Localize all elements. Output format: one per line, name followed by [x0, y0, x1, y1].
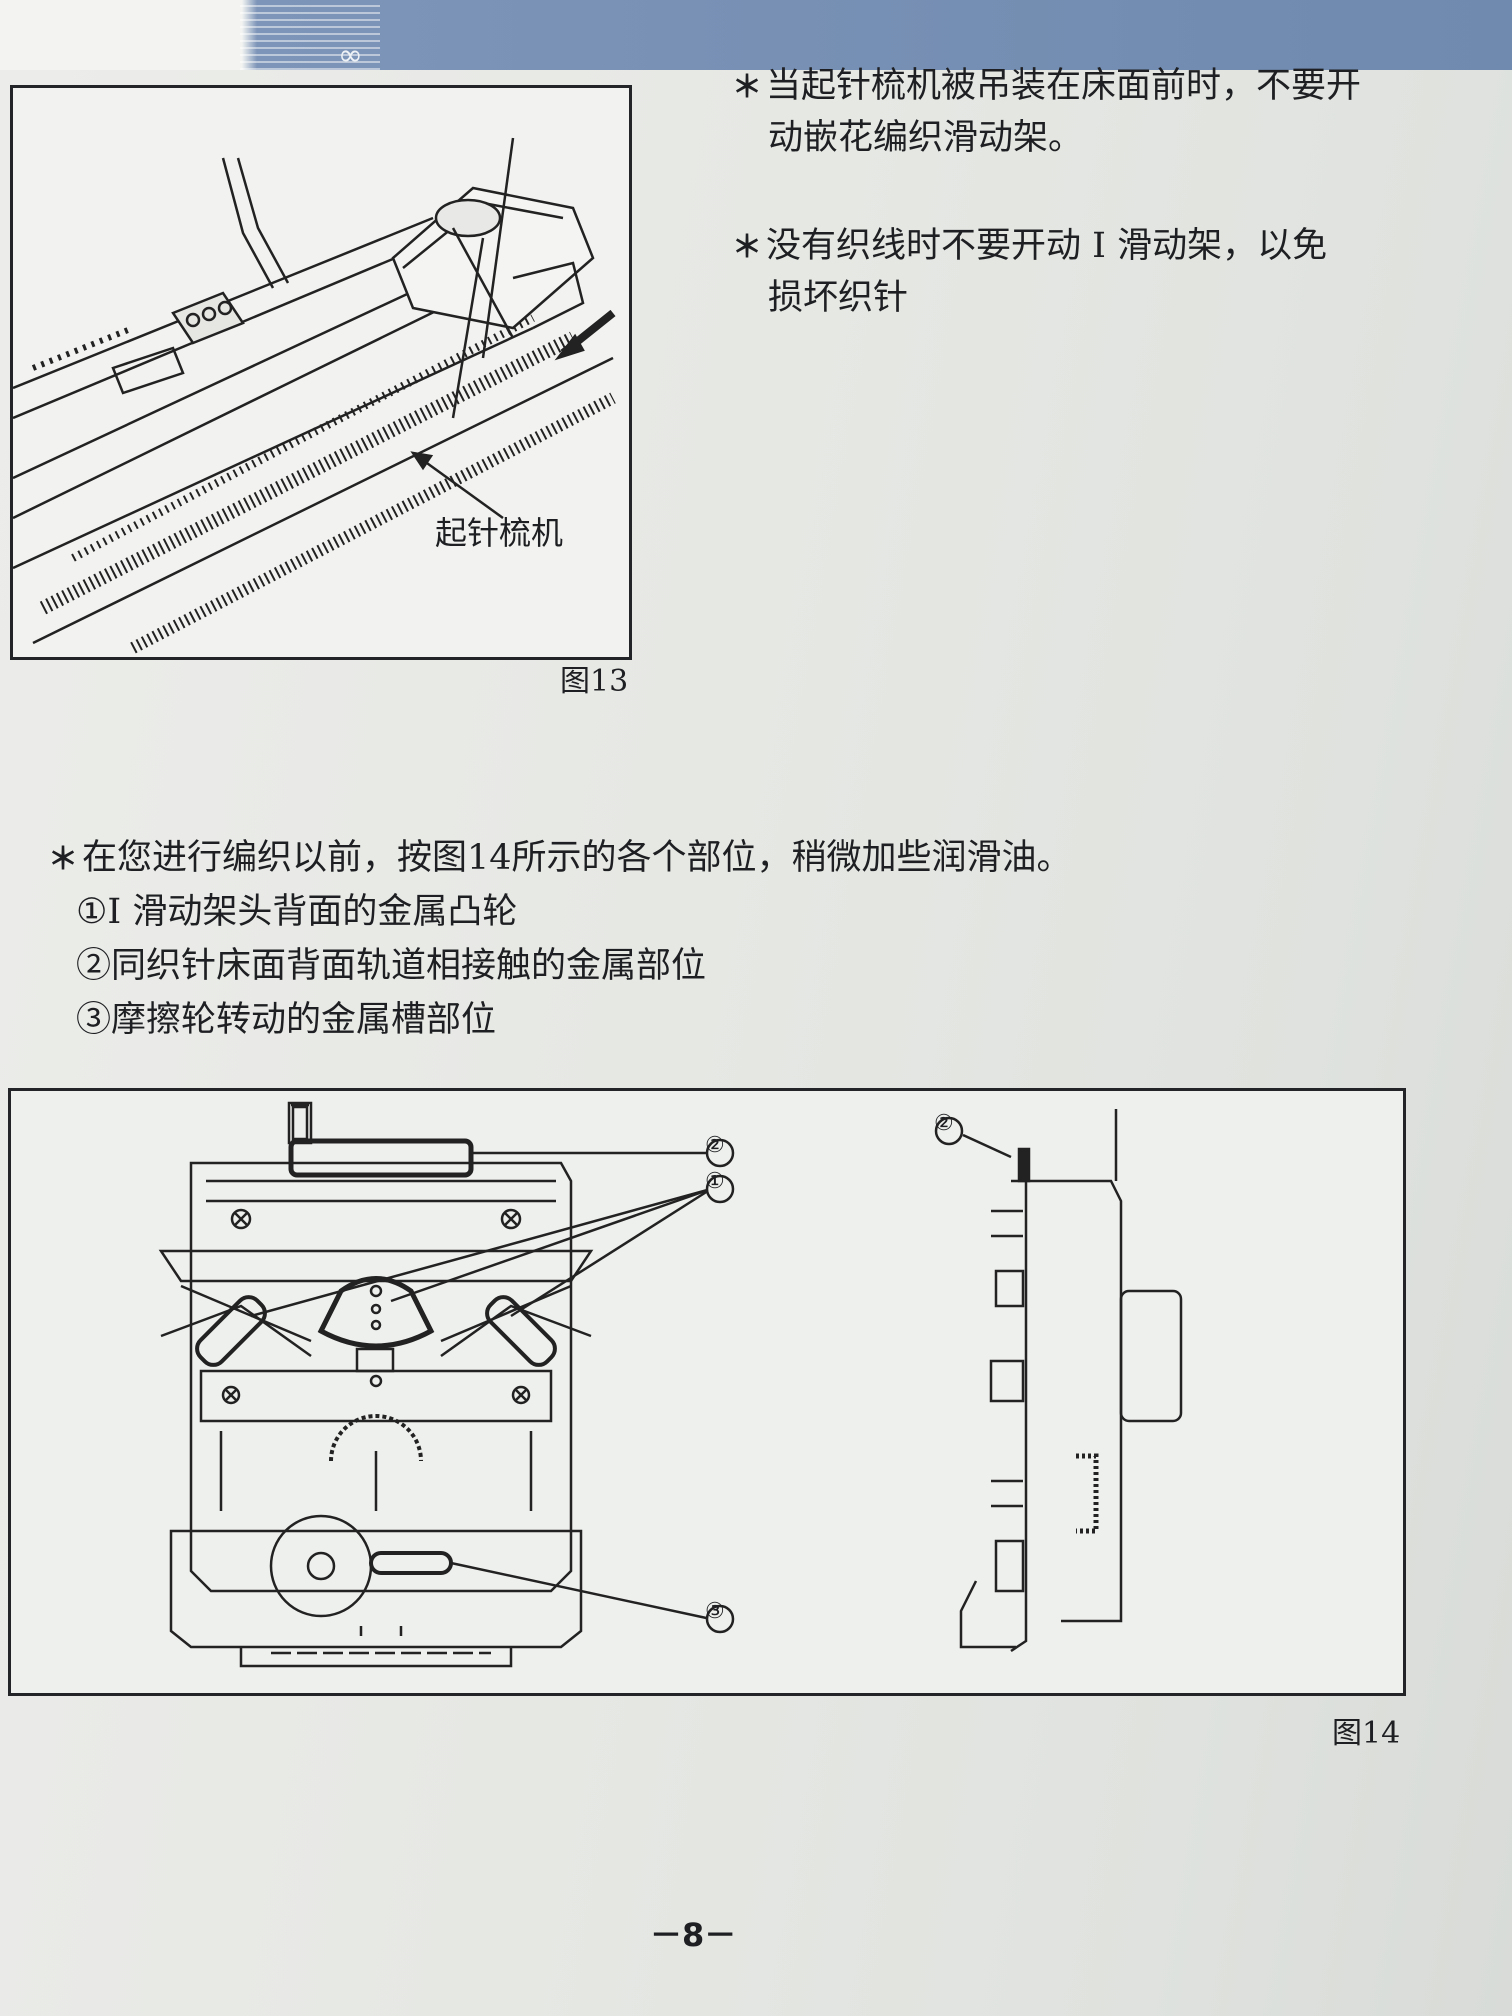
ruler-ticks [240, 0, 380, 70]
lubrication-intro-text: 在您进行编织以前，按图14所示的各个部位，稍微加些润滑油。 [82, 838, 1072, 878]
note-2-line-2: 损坏织针 [768, 278, 909, 318]
callout-2-right: ② [934, 1111, 954, 1136]
note-1-line-2: 动嵌花编织滑动架。 [768, 118, 1084, 158]
knitting-machine-illustration [13, 137, 616, 654]
note-1-line-1: ＊当起针梳机被吊装在床面前时，不要开 [732, 60, 1361, 113]
callout-2-left: ② [705, 1133, 725, 1158]
note-2-text-1: 没有织线时不要开动 I 滑动架，以免 [766, 226, 1328, 266]
lubrication-bullet: ＊ [48, 842, 78, 877]
figure-13-caption: 图13 [560, 664, 629, 699]
note-2-bullet: ＊ [732, 230, 762, 265]
carriage-underside-diagrams [158, 1101, 1183, 1668]
lubrication-item-2: ②同织针床面背面轨道相接触的金属部位 [76, 946, 707, 986]
figure-14: ② ① ③ ② [8, 1088, 1406, 1696]
note-1-bullet: ＊ [732, 70, 762, 105]
lubrication-item-3: ③摩擦轮转动的金属槽部位 [76, 1000, 497, 1040]
lubrication-item-1: ①I 滑动架头背面的金属凸轮 [76, 892, 518, 932]
figure-14-caption: 图14 [1332, 1716, 1401, 1751]
note-2-line-1: ＊没有织线时不要开动 I 滑动架，以免 [732, 220, 1327, 273]
figure-13: 起针梳机 [10, 85, 632, 660]
manual-page: 起针梳机 图13 ＊当起针梳机被吊装在床面前时，不要开 动嵌花编织滑动架。 ＊没… [0, 66, 1512, 2016]
page-number: －8－ [650, 1916, 737, 1954]
callout-1: ① [705, 1169, 725, 1194]
comb-label: 起针梳机 [435, 514, 564, 552]
note-1-text-1: 当起针梳机被吊装在床面前时，不要开 [766, 66, 1362, 106]
cover-symbol: ∞ [338, 38, 363, 73]
lubrication-intro: ＊在您进行编织以前，按图14所示的各个部位，稍微加些润滑油。 [48, 832, 1072, 885]
callout-3: ③ [705, 1599, 725, 1624]
